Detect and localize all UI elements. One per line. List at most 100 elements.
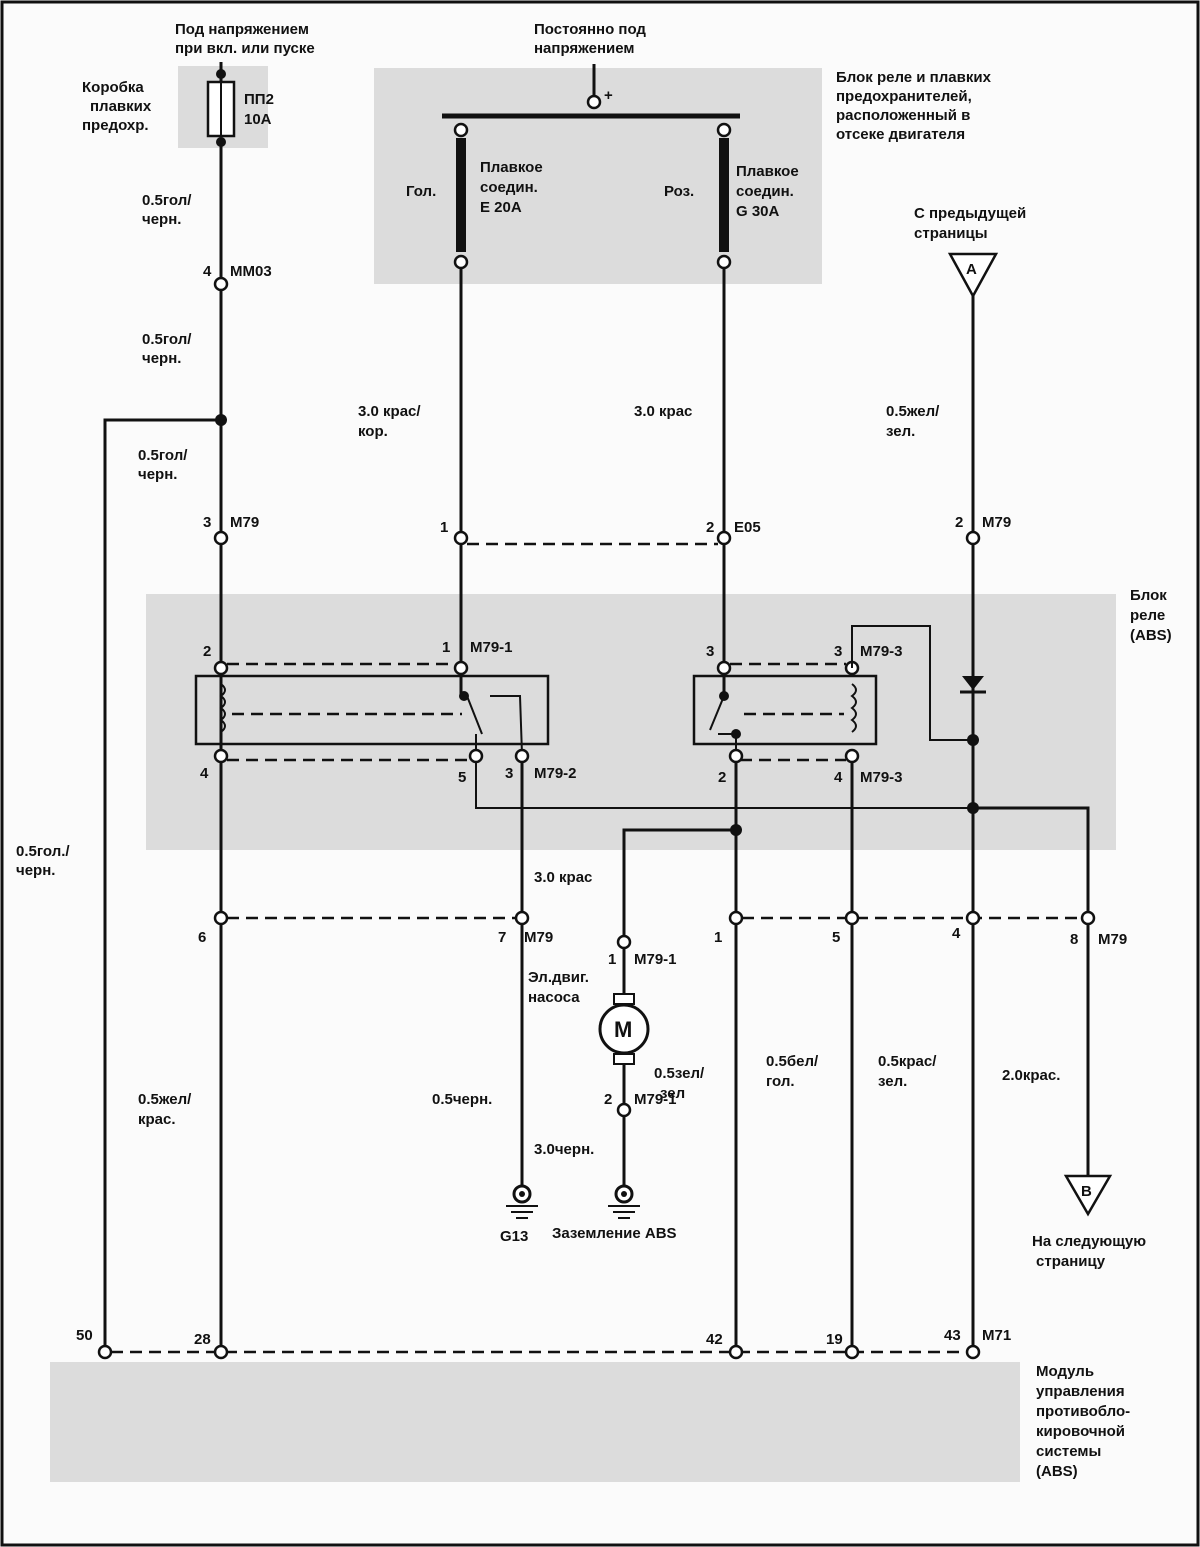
splice-diode-node [967,734,979,746]
wire-label-w3-1: 0.5гол/ [138,447,188,464]
connector-e05-pin1 [453,530,469,546]
wire-relay2-coil-to-diode [851,625,973,741]
module-label-4: кировочной [1036,1423,1125,1440]
m71-pin43 [965,1344,981,1360]
m79-pin4-num: 4 [952,925,961,942]
fuse-box-label-1: Коробка [82,79,144,96]
ground-g13 [506,1184,538,1219]
engine-relay-box-label-2: предохранителей, [836,88,972,105]
relay-2-pin3b-name: M79-3 [860,643,903,660]
connector-mm03-pin4 [213,276,229,292]
wire-label-w2-2: черн. [142,350,181,367]
wire-label-w7-1: 0.5гол./ [16,843,70,860]
wire-label-w12-1: 0.5зел/ [654,1065,705,1082]
wire-to-pump-motor [622,828,736,938]
m79-pin3-num: 3 [203,514,211,531]
fuse-rating: 10А [244,111,272,128]
fuse-link-g-top-terminal [716,122,732,138]
ground-abs-label: Заземление ABS [552,1225,677,1242]
connector-b-letter: B [1081,1183,1092,1200]
e05-pin1-num: 1 [440,519,448,536]
wire-label-w14-2: зел. [878,1073,907,1090]
motor-pin2 [616,1102,632,1118]
m71-pin28 [213,1344,229,1360]
wire-label-w5: 3.0 крас [634,403,692,420]
wire-label-w13-1: 0.5бел/ [766,1053,819,1070]
ground-g13-center [519,1191,525,1197]
wire-label-w6-1: 0.5жел/ [886,403,940,420]
fuse-link-e-label-2: соедин. [480,179,538,196]
motor-pin1 [616,934,632,950]
motor-pin1-num: 1 [608,951,616,968]
switched-power-label-2: при вкл. или пуске [175,40,315,57]
m79-pin8-name: M79 [1098,931,1127,948]
m79-pin2-num: 2 [955,514,963,531]
abs-module-area [50,1362,1020,1482]
ground-abs-center [621,1191,627,1197]
wire-label-w3-2: черн. [138,466,177,483]
m71-pin42 [728,1344,744,1360]
power-terminal-plus [586,94,602,110]
splice-switched-power [215,414,227,426]
fuse-link-g-color: Роз. [664,183,694,200]
next-page-label-1: На следующую [1032,1233,1146,1250]
constant-power-label-2: напряжением [534,40,634,57]
relay-1-pin1-num: 1 [442,639,450,656]
relay-1-pin1-name: M79-1 [470,639,513,656]
relay-2-pin4 [844,748,860,764]
connector-e05-pin2 [716,530,732,546]
wire-label-w1-2: черн. [142,211,181,228]
m79-pin1 [728,910,744,926]
relay-2-pin4-name: M79-3 [860,769,903,786]
m79-pin3-name: M79 [230,514,259,531]
diode-symbol [962,676,984,690]
motor-pin2-num: 2 [604,1091,612,1108]
m71-name: M71 [982,1327,1011,1344]
wire-label-w4-1: 3.0 крас/ [358,403,421,420]
m79-pin6 [213,910,229,926]
m79-pin5 [844,910,860,926]
relay-2-frame [692,674,878,746]
ground-abs [608,1184,640,1219]
m71-pin19 [844,1344,860,1360]
m79-pin4 [965,910,981,926]
engine-relay-box-label-1: Блок реле и плавких [836,69,992,86]
prev-page-label-2: страницы [914,225,988,242]
relay-1-pin4 [213,748,229,764]
wire-label-w9-2: крас. [138,1111,176,1128]
wire-to-m79-pin8 [973,806,1090,916]
wire-label-w14-1: 0.5крас/ [878,1053,937,1070]
e05-pin2-num: 2 [706,519,714,536]
fuse-name: ПП2 [244,91,274,108]
module-label-6: (ABS) [1036,1463,1078,1480]
relay-1-pin4-num: 4 [200,765,209,782]
m79-pin7-name: M79 [524,929,553,946]
switched-power-label-1: Под напряжением [175,21,309,38]
relay-1-nc-contact [490,695,523,755]
relay-2-pin3a-num: 3 [706,643,714,660]
plus-sign: + [604,87,613,104]
fuse-link-e-label-3: Е 20А [480,199,522,216]
wire-label-w15: 2.0крас. [1002,1067,1060,1084]
relay-1-common-splice [459,691,469,701]
splice-pump-motor [730,824,742,836]
wire-label-w12-2: зел [660,1085,685,1102]
wire-label-w2-1: 0.5гол/ [142,331,192,348]
relay-1-pin2-num: 2 [203,643,211,660]
fuse-link-e-bottom-terminal [453,254,469,270]
fuse-link-e-top-terminal [453,122,469,138]
m71-pin28-num: 28 [194,1331,211,1348]
relay-2-pin2 [728,748,744,764]
constant-power-label-1: Постоянно под [534,21,646,38]
connector-a-triangle [947,252,999,299]
motor-pin1-name: M79-1 [634,951,677,968]
relay-2: 3 3 M79-3 2 4 M79-3 [692,643,903,786]
connector-b-triangle [1063,1174,1113,1217]
relay-2-pin3b-num: 3 [834,643,842,660]
connector-a-letter: A [966,261,977,278]
relay-1-pin3-num: 3 [505,765,513,782]
wire-label-w6-2: зел. [886,423,915,440]
e05-name: E05 [734,519,761,536]
